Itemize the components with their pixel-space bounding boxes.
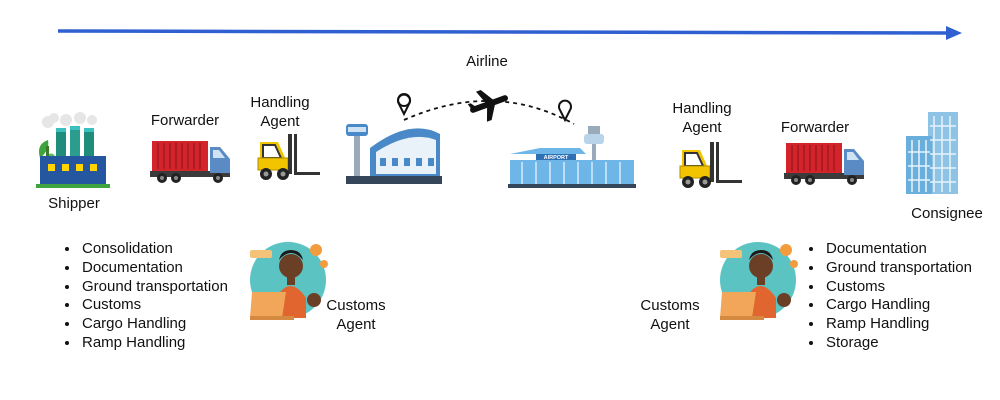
list-item: Documentation — [80, 259, 228, 278]
flow-arrow — [57, 26, 962, 40]
customs-agent-dest-line1: Customs — [640, 297, 700, 314]
customs-agent-origin-line1: Customs — [326, 297, 386, 314]
handling-agent-origin-line2: Agent — [260, 113, 300, 130]
airline-label: Airline — [466, 53, 508, 70]
airport-sign: AIRPORT — [544, 155, 569, 161]
customs-agent-dest-line2: Agent — [650, 316, 690, 333]
list-item: Consolidation — [80, 240, 228, 259]
customs-agent-origin-label: Customs Agent — [316, 296, 396, 334]
factory-icon — [36, 112, 110, 188]
forklift-icon — [679, 141, 743, 189]
destination-services-list: Documentation Ground transportation Cust… — [802, 240, 972, 353]
handling-agent-origin-label: Handling Agent — [240, 93, 320, 131]
customs-agent-dest-label: Customs Agent — [630, 296, 710, 334]
consignee-label: Consignee — [911, 205, 983, 222]
forklift-icon — [257, 133, 321, 181]
list-item: Ramp Handling — [824, 315, 972, 334]
forwarder-dest-label: Forwarder — [780, 119, 850, 136]
truck-icon — [783, 142, 865, 186]
handling-agent-dest-line2: Agent — [682, 119, 722, 136]
airplane-icon — [467, 89, 508, 122]
list-item: Customs — [824, 278, 972, 297]
list-item: Ramp Handling — [80, 334, 228, 353]
list-item: Cargo Handling — [80, 315, 228, 334]
forwarder-origin-label: Forwarder — [150, 112, 220, 129]
list-item: Documentation — [824, 240, 972, 259]
destination-airport-icon: AIRPORT — [508, 126, 636, 188]
customs-agent-icon — [720, 242, 798, 320]
list-item: Storage — [824, 334, 972, 353]
shipper-label: Shipper — [48, 195, 100, 212]
list-item: Customs — [80, 296, 228, 315]
list-item: Ground transportation — [80, 278, 228, 297]
origin-airport-icon — [346, 124, 442, 184]
list-item: Ground transportation — [824, 259, 972, 278]
handling-agent-dest-label: Handling Agent — [662, 99, 742, 137]
truck-icon — [149, 140, 231, 184]
office-building-icon — [906, 112, 958, 194]
customs-agent-origin-line2: Agent — [336, 316, 376, 333]
origin-services-list: Consolidation Documentation Ground trans… — [58, 240, 228, 353]
handling-agent-dest-line1: Handling — [672, 100, 732, 117]
list-item: Cargo Handling — [824, 296, 972, 315]
handling-agent-origin-line1: Handling — [250, 94, 310, 111]
